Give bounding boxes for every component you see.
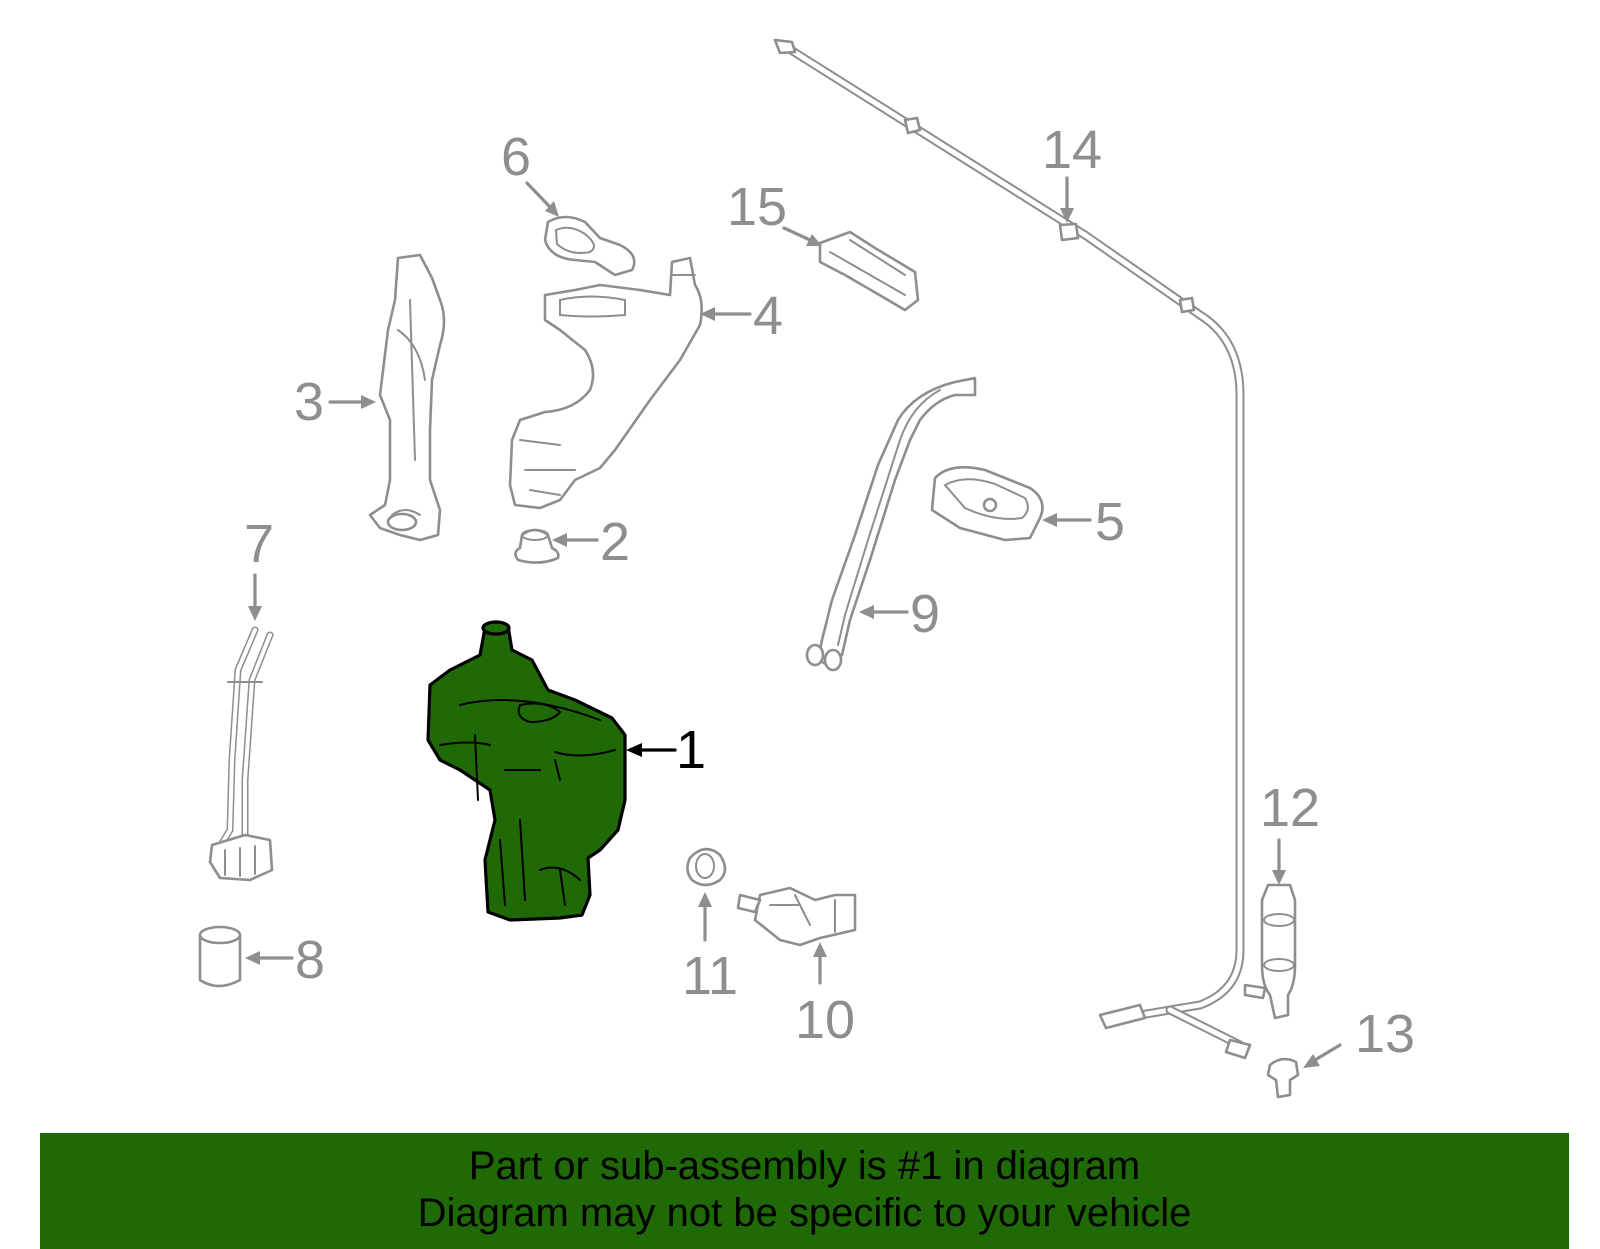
callout-9: 9 (910, 584, 940, 644)
part-10-pump (736, 886, 857, 947)
banner-line-1: Part or sub-assembly is #1 in diagram (468, 1144, 1141, 1188)
part-3-bracket (368, 253, 446, 542)
part-9-hose (805, 376, 977, 672)
part-1-washer-reservoir (426, 620, 627, 922)
callout-labels: 1 2 3 4 5 6 7 8 9 10 11 12 13 14 15 (244, 120, 1415, 1064)
banner-line-2: Diagram may not be specific to your vehi… (417, 1191, 1192, 1235)
callout-arrows (245, 176, 1342, 1068)
callout-1: 1 (676, 720, 706, 780)
callout-15: 15 (727, 177, 787, 237)
callout-14: 14 (1042, 120, 1102, 180)
part-12-washer-pump (1243, 883, 1297, 1020)
callout-7: 7 (244, 514, 274, 574)
part-11-bushing (686, 847, 727, 887)
callout-8: 8 (295, 930, 325, 990)
part-4-upper-reservoir (508, 256, 703, 510)
part-5-seal (930, 466, 1044, 542)
part-8-sleeve (198, 925, 242, 988)
part-15-connector (818, 230, 920, 312)
part-6-gasket (543, 215, 636, 277)
callout-5: 5 (1095, 492, 1125, 552)
callout-2: 2 (600, 512, 630, 572)
info-banner: Part or sub-assembly is #1 in diagram Di… (40, 1133, 1569, 1249)
callout-3: 3 (294, 372, 324, 432)
part-2-grommet (514, 528, 560, 564)
callout-6: 6 (501, 127, 531, 187)
part-14-washer-hose (773, 38, 1252, 1060)
callout-12: 12 (1260, 778, 1320, 838)
part-7-hose-assembly (208, 626, 274, 882)
callout-4: 4 (753, 286, 783, 346)
part-13-clip (1266, 1057, 1300, 1099)
callout-13: 13 (1355, 1004, 1415, 1064)
callout-11: 11 (682, 946, 738, 1006)
callout-10: 10 (795, 990, 855, 1050)
